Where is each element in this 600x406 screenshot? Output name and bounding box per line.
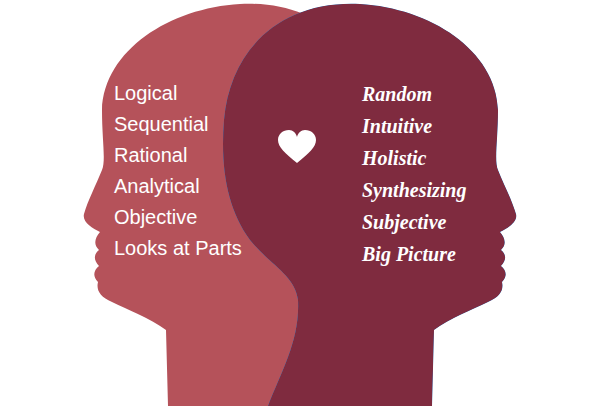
trait-list: RandomIntuitiveHolisticSynthesizingSubje… [362, 78, 466, 270]
trait-word: Looks at Parts [114, 233, 242, 264]
trait-list: LogicalSequentialRationalAnalyticalObjec… [114, 78, 242, 264]
head-shape [84, 4, 377, 406]
trait-word: Synthesizing [362, 174, 466, 206]
trait-word: Random [362, 78, 466, 110]
trait-word: Rational [114, 140, 242, 171]
trait-word: Logical [114, 78, 242, 109]
trait-word: Objective [114, 202, 242, 233]
head-shape [223, 4, 516, 406]
trait-word: Holistic [362, 142, 466, 174]
heart-symbol [278, 130, 316, 163]
trait-word: Subjective [362, 206, 466, 238]
trait-word: Sequential [114, 109, 242, 140]
trait-word: Analytical [114, 171, 242, 202]
trait-word: Intuitive [362, 110, 466, 142]
trait-word: Big Picture [362, 238, 466, 270]
